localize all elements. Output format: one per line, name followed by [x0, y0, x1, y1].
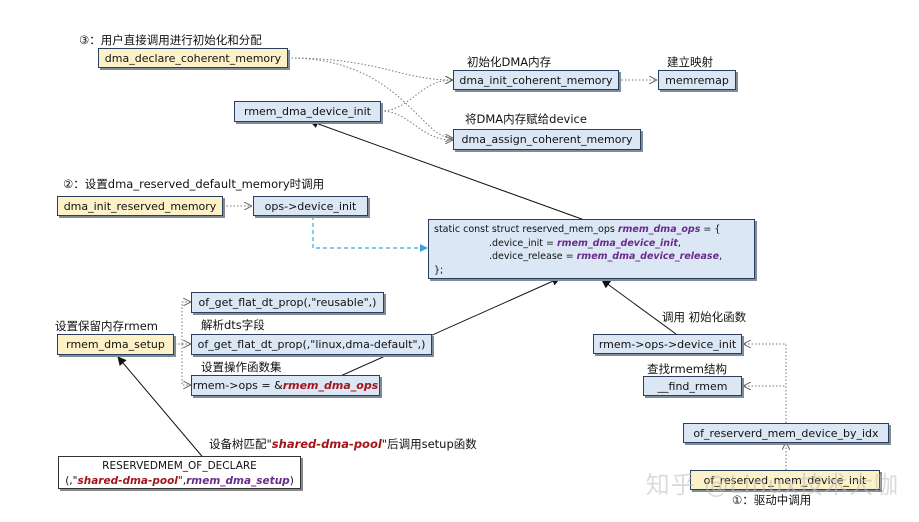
struct-line2: .device_init = rmem_dma_device_init, [434, 237, 749, 251]
rmem-ops-device-init-box[interactable]: rmem->ops->device_init [593, 334, 742, 354]
dma-assign-coherent-memory-box[interactable]: dma_assign_coherent_memory [453, 129, 641, 150]
match-label-part3: "后调用setup函数 [381, 437, 477, 451]
struct-line3-suffix: , [719, 251, 723, 262]
struct-device-init-value: rmem_dma_device_init [557, 237, 678, 249]
call-init-label: 调用 初始化函数 [662, 310, 747, 324]
declare-pool-name: shared-dma-pool [77, 475, 178, 487]
struct-line4: }; [434, 264, 444, 276]
rmem-ops-prefix: rmem->ops = & [192, 379, 283, 392]
step1-label: ①：驱动中调用 [732, 493, 812, 507]
find-rmem-box[interactable]: __find_rmem [643, 376, 742, 396]
connector-setops-to-struct [317, 277, 561, 387]
struct-ops-name: rmem_dma_ops [617, 224, 701, 235]
connector-setup-to-setops [181, 344, 190, 385]
rmem-ops-assign-box[interactable]: rmem->ops = &rmem_dma_ops [191, 375, 380, 396]
parse-dts-label: 解析dts字段 [201, 318, 265, 332]
rmem-ops-value: rmem_dma_ops [282, 379, 379, 392]
set-ops-label: 设置操作函数集 [201, 360, 282, 374]
of-get-flat-dt-prop-reusable-box[interactable]: of_get_flat_dt_prop(,"reusable",) [191, 292, 384, 313]
struct-line2-suffix: , [677, 237, 681, 249]
rmem-dma-ops-struct: static const struct reserved_mem_ops rme… [428, 219, 755, 279]
init-dma-mem-label: 初始化DMA内存 [467, 55, 552, 69]
connector-devinit-to-init [380, 80, 452, 112]
reservedmem-of-declare-box[interactable]: RESERVEDMEM_OF_DECLARE (,"shared-dma-poo… [58, 456, 301, 489]
declare-line1: RESERVEDMEM_OF_DECLARE [102, 460, 257, 472]
of-reserved-mem-device-init-box[interactable]: of_reserved_mem_device_init [690, 470, 880, 490]
dma-init-reserved-memory-box[interactable]: dma_init_reserved_memory [57, 196, 223, 216]
connector-idx-to-find [744, 386, 787, 423]
step3-label: ③：用户直接调用进行初始化和分配 [79, 33, 262, 47]
dma-init-coherent-memory-box[interactable]: dma_init_coherent_memory [453, 70, 619, 90]
struct-line3: .device_release = rmem_dma_device_releas… [434, 250, 749, 264]
declare-line2: (,"shared-dma-pool",rmem_dma_setup) [59, 474, 300, 489]
memremap-box[interactable]: memremap [658, 70, 736, 90]
declare-setup-name: rmem_dma_setup [186, 475, 290, 487]
connector-devinit-to-assign [380, 110, 452, 140]
ops-device-init-box[interactable]: ops->device_init [253, 196, 368, 216]
struct-line1-suffix: = { [700, 224, 721, 235]
declare-line2-suffix: ) [289, 475, 294, 487]
find-rmem-label: 查找rmem结构 [647, 362, 728, 376]
struct-device-release-value: rmem_dma_device_release [576, 251, 720, 262]
dma-declare-coherent-memory-box[interactable]: dma_declare_coherent_memory [98, 48, 288, 68]
connector-opsinit-to-struct [312, 216, 428, 252]
match-label: 设备树匹配"shared-dma-pool"后调用setup函数 [209, 436, 477, 452]
set-reserved-label: 设置保留内存rmem [55, 319, 159, 333]
struct-line1: static const struct reserved_mem_ops rme… [434, 223, 749, 237]
struct-line3-prefix: .device_release = [489, 251, 577, 262]
declare-line2-prefix: (," [65, 475, 78, 487]
watermark: 知乎 @Linux技术大咖 [645, 471, 899, 499]
rmem-dma-setup-box[interactable]: rmem_dma_setup [57, 334, 174, 355]
match-label-part1: 设备树匹配" [209, 437, 272, 451]
connector-struct-to-devinit [309, 119, 591, 223]
connector-declare-to-assign [287, 57, 452, 138]
of-get-flat-dt-prop-linux-box[interactable]: of_get_flat_dt_prop(,"linux,dma-default"… [191, 334, 432, 355]
declare-line2-mid: ", [177, 475, 187, 487]
struct-line1-prefix: static const struct reserved_mem_ops [434, 224, 618, 235]
rmem-dma-device-init-box[interactable]: rmem_dma_device_init [234, 101, 381, 122]
connector-setup-to-reusable [175, 302, 190, 345]
of-reserverd-mem-device-by-idx-box[interactable]: of_reserverd_mem_device_by_idx [683, 423, 889, 443]
connector-opsdevinit-to-struct [601, 279, 677, 335]
assign-dma-label: 将DMA内存赋给device [465, 112, 587, 126]
struct-line2-prefix: .device_init = [489, 237, 557, 249]
connector-idx-to-opsdevinit [744, 344, 787, 423]
build-map-label: 建立映射 [667, 55, 713, 69]
step2-label: ②：设置dma_reserved_default_memory时调用 [63, 177, 325, 191]
match-label-pool: shared-dma-pool [271, 437, 382, 451]
